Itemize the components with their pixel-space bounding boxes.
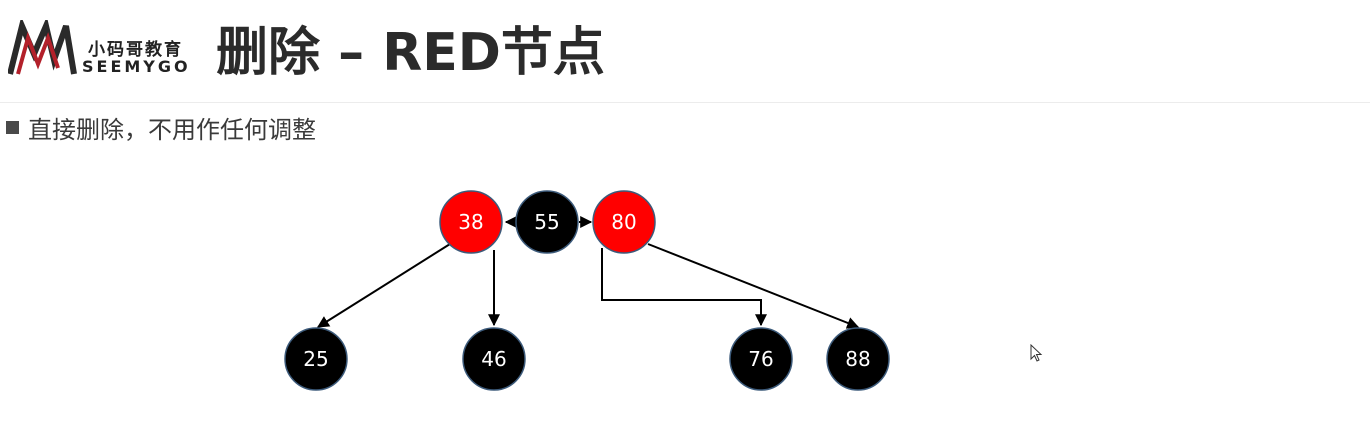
node-label: 55 xyxy=(534,210,559,234)
node-label: 76 xyxy=(748,347,773,371)
logo-mark-icon xyxy=(8,20,77,75)
node-circle xyxy=(826,327,890,391)
slide-title: 删除 – RED节点 xyxy=(216,23,605,83)
slide-header: 小码哥教育 SEEMYGO 删除 – RED节点 xyxy=(0,0,1370,103)
bullet-item: 直接删除，不用作任何调整 xyxy=(6,112,316,144)
node-label: 46 xyxy=(481,347,506,371)
node-label: 25 xyxy=(303,347,328,371)
edge-80-76 xyxy=(601,248,767,327)
tree-node-76: 76 xyxy=(729,327,793,391)
tree-node-25: 25 xyxy=(284,327,348,391)
tree-edges xyxy=(316,216,860,329)
node-label: 88 xyxy=(845,347,870,371)
edge-80-88 xyxy=(647,243,860,329)
logo: 小码哥教育 SEEMYGO xyxy=(8,18,188,78)
node-circle xyxy=(462,327,526,391)
node-circle xyxy=(439,190,503,254)
tree-node-80: 80 xyxy=(592,190,656,254)
tree-node-46: 46 xyxy=(462,327,526,391)
node-circle xyxy=(592,190,656,254)
logo-en-text: SEEMYGO xyxy=(82,57,191,76)
logo-cn-text: 小码哥教育 xyxy=(88,40,183,60)
node-circle xyxy=(515,190,579,254)
tree-node-88: 88 xyxy=(826,327,890,391)
node-label: 80 xyxy=(611,210,636,234)
node-circle xyxy=(284,327,348,391)
tree-nodes: 38 55 80 25 46 76 88 xyxy=(284,190,890,391)
tree-node-38: 38 xyxy=(439,190,503,254)
node-label: 38 xyxy=(458,210,483,234)
bullet-text: 直接删除，不用作任何调整 xyxy=(28,115,316,144)
tree-node-55: 55 xyxy=(515,190,579,254)
node-circle xyxy=(729,327,793,391)
arrow-cursor-icon xyxy=(1030,344,1043,362)
edge-38-25 xyxy=(316,243,451,328)
bullet-square-icon xyxy=(6,120,19,134)
